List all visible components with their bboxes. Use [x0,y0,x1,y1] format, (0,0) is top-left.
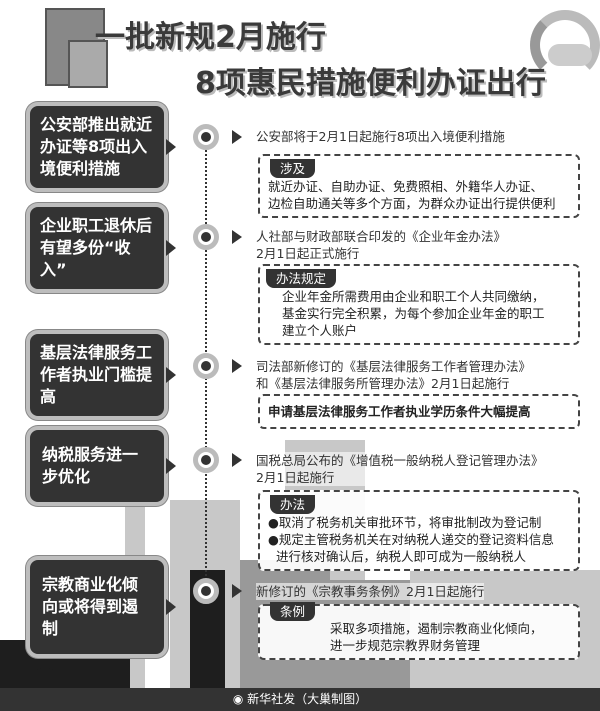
rainbow-icon [530,10,600,80]
detail-line: 进行核对确认后，纳税人即可成为一般纳税人 [268,549,526,564]
arrow-icon [232,359,242,373]
topic-label: 基层法律服务工作者执业门槛提高 [40,343,153,406]
title-line-1: 一批新规2月施行 [95,20,326,55]
detail-line: 申请基层法律服务工作者执业学历条件大幅提高 [268,404,531,419]
detail-tag: 办法 [270,495,316,514]
timeline-dot [193,124,219,150]
timeline-dot [193,447,219,473]
topic-box-5: 宗教商业化倾向或将得到遏制 [26,556,176,658]
arrow-icon [232,453,242,467]
topic-box-2: 企业职工退休后有望多份“收入” [26,203,176,293]
headline-5: 新修订的《宗教事务条例》2月1日起施行 [256,583,485,600]
headline-1: 公安部将于2月1日起施行8项出入境便利措施 [256,128,505,145]
cloud-icon [548,44,592,66]
detail-line: 企业年金所需费用由企业和职工个人共同缴纳， [282,289,545,304]
detail-box-5: 条例 采取多项措施，遏制宗教商业化倾向， 进一步规范宗教界财务管理 [258,602,580,660]
headline-4: 国税总局公布的《增值税一般纳税人登记管理办法》 2月1日起施行 [256,452,544,486]
document-icon [68,40,108,88]
timeline-dot [193,224,219,250]
footer-text: 新华社发（大巢制图） [247,692,368,706]
topic-box-1: 公安部推出就近办证等8项出入境便利措施 [26,102,176,192]
topic-box-4: 纳税服务进一步优化 [26,426,176,506]
headline-line: 2月1日起施行 [256,470,335,485]
headline-2: 人社部与财政部联合印发的《企业年金办法》 2月1日起正式施行 [256,228,507,262]
arrow-icon [232,584,242,598]
detail-tag: 办法规定 [266,269,337,288]
detail-box-3: 申请基层法律服务工作者执业学历条件大幅提高 [258,394,580,429]
headline-line: 人社部与财政部联合印发的《企业年金办法》 [256,229,507,244]
topic-label: 企业职工退休后有望多份“收入” [40,216,153,279]
topic-label: 宗教商业化倾向或将得到遏制 [42,575,139,638]
detail-line: 采取多项措施，遏制宗教商业化倾向， [330,621,543,636]
detail-box-1: 涉及 就近办证、自助办证、免费照相、外籍华人办证、 边检自助通关等多个方面，为群… [258,154,580,218]
topic-label: 公安部推出就近办证等8项出入境便利措施 [40,115,153,178]
detail-line: 进一步规范宗教界财务管理 [330,638,481,653]
detail-line: 基金实行完全积累，为每个参加企业年金的职工 [282,306,545,321]
detail-tag: 条例 [270,602,316,621]
headline-line: 国税总局公布的《增值税一般纳税人登记管理办法》 [256,453,544,468]
detail-line: 就近办证、自助办证、免费照相、外籍华人办证、 [268,179,544,194]
timeline-dot [193,578,219,604]
xinhua-logo-icon: ◉ [232,692,248,706]
headline-line: 司法部新修订的《基层法律服务工作者管理办法》 [256,359,532,374]
detail-line: 边检自助通关等多个方面，为群众办证出行提供便利 [268,196,556,211]
detail-line: ●取消了税务机关审批环节，将审批制改为登记制 [268,515,542,530]
headline-line: 2月1日起正式施行 [256,246,360,261]
arrow-icon [232,230,242,244]
headline-3: 司法部新修订的《基层法律服务工作者管理办法》和《基层法律服务所管理办法》2月1日… [256,358,532,392]
detail-box-2: 办法规定 企业年金所需费用由企业和职工个人共同缴纳， 基金实行完全积累，为每个参… [258,264,580,345]
timeline-dot [193,353,219,379]
headline-line: 和《基层法律服务所管理办法》2月1日起施行 [256,376,510,391]
arrow-icon [232,130,242,144]
detail-line: 建立个人账户 [282,323,358,338]
detail-line: ●规定主管税务机关在对纳税人递交的登记资料信息 [268,532,554,547]
detail-tag: 涉及 [270,159,316,178]
title-line-2: 8项惠民措施便利办证出行 [195,66,546,101]
topic-label: 纳税服务进一步优化 [42,445,139,486]
detail-box-4: 办法 ●取消了税务机关审批环节，将审批制改为登记制 ●规定主管税务机关在对纳税人… [258,490,580,571]
topic-box-3: 基层法律服务工作者执业门槛提高 [26,330,176,420]
footer-credit: ◉ 新华社发（大巢制图） [0,688,600,711]
